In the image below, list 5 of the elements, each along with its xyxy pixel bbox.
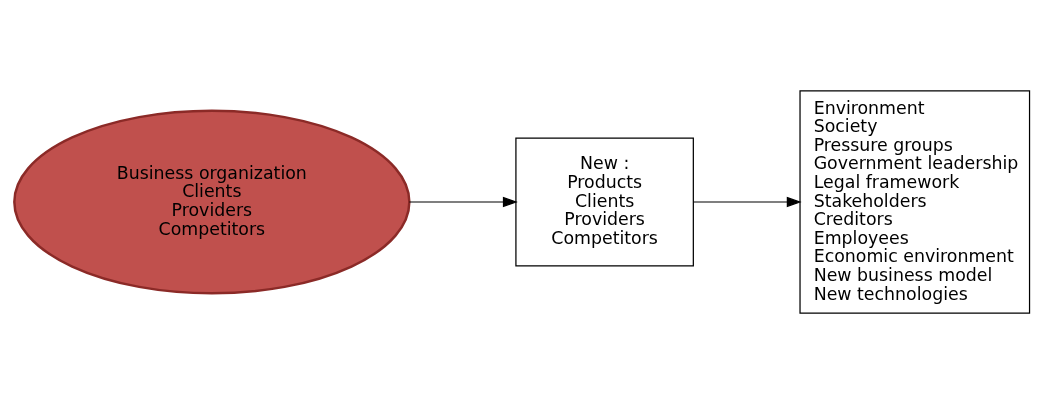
node-ellipse: Business organization Clients Providers Competitors: [13, 108, 411, 295]
node-box: New : Products Clients Providers Competitors: [515, 137, 694, 266]
arrow: [408, 196, 518, 207]
arrow: [693, 196, 802, 207]
node-box: Environment Society Pressure groups Government leadership Legal framework Stakeholders Creditors Employees Economic environment New business model New technologies: [799, 89, 1031, 314]
